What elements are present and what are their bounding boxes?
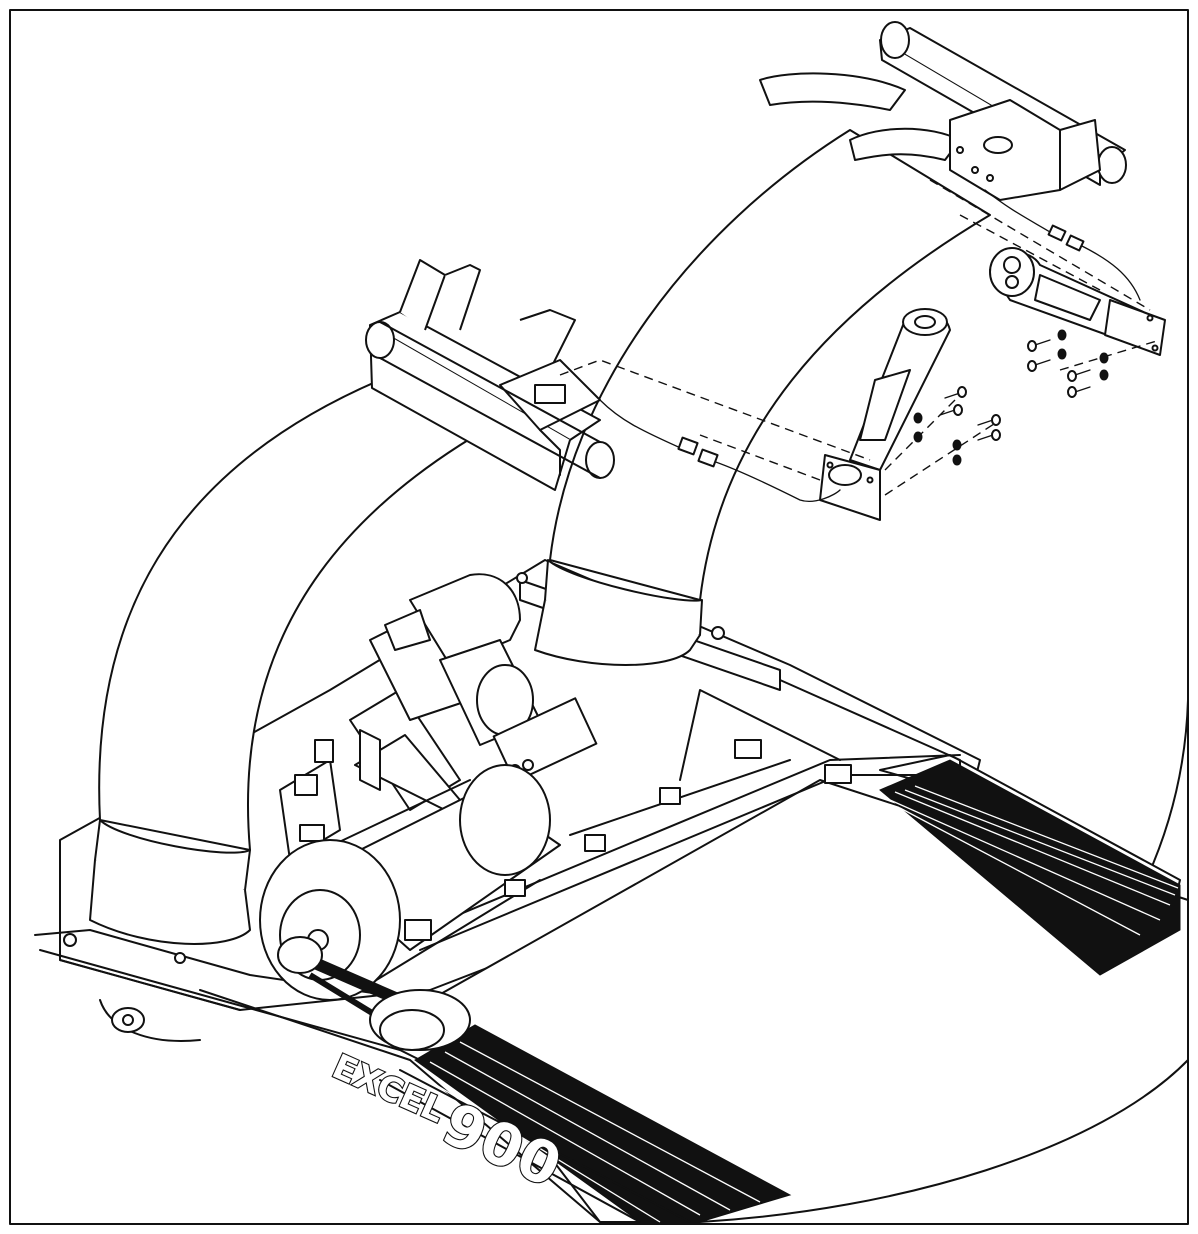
right-upright (534, 129, 991, 666)
wire-clips (404, 739, 852, 941)
screw (952, 414, 1001, 451)
right-handlebar-bracket (759, 21, 1127, 201)
mounting-screws (913, 329, 1109, 466)
screw (913, 404, 963, 443)
screw (1067, 352, 1109, 382)
controller-board (279, 739, 341, 861)
screw (1027, 348, 1067, 372)
screw (913, 386, 967, 424)
screw (952, 429, 1001, 466)
screw (1027, 329, 1067, 352)
left-upright (89, 379, 541, 945)
left-handlebar-bracket (365, 259, 615, 491)
running-deck (379, 754, 1189, 1223)
rear-side-rail (879, 759, 1181, 976)
screw (1067, 369, 1109, 398)
incline-motor (349, 573, 598, 811)
left-grip-sensor (819, 308, 951, 521)
right-grip-sensor (989, 247, 1166, 356)
frame-border (9, 9, 1189, 1225)
front-roller (369, 989, 471, 1051)
sensor-cable-connectors (599, 189, 1141, 502)
